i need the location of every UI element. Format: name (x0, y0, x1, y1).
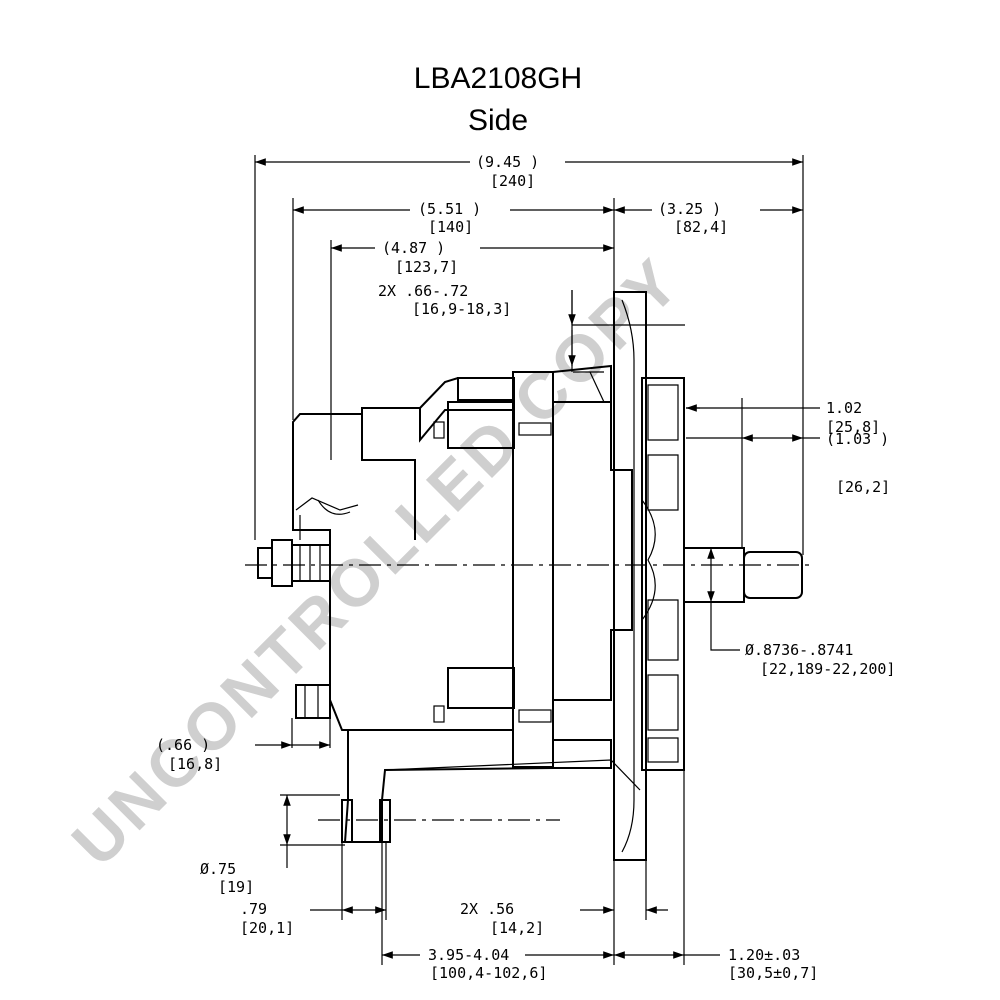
dim-1-20-in: 1.20±.03 (728, 946, 800, 964)
drawing-subtitle: Side (468, 104, 528, 137)
dim-0-79-mm: [20,1] (240, 919, 294, 937)
dim-0-66-mm: [16,8] (168, 755, 222, 773)
dim-0-66-in: (.66 ) (156, 736, 210, 754)
dim-1-02-in: 1.02 (826, 399, 862, 417)
dim-1-03-mm: [26,2] (836, 478, 890, 496)
watermark-text: UNCONTROLLED COPY (58, 243, 695, 880)
dim-ear-gap-in: 2X .66-.72 (378, 282, 468, 300)
dim-ear-gap-mm: [16,9-18,3] (412, 300, 511, 318)
dim-mount-span-mm: [100,4-102,6] (430, 964, 547, 982)
dim-0-56-in: 2X .56 (460, 900, 514, 918)
dim-5-51-in: (5.51 ) (418, 200, 481, 218)
dim-5-51-mm: [140] (428, 218, 473, 236)
dimension-lines (254, 155, 820, 965)
dim-mount-hole-in: Ø.75 (200, 860, 236, 878)
dim-1-03-in: (1.03 ) (826, 430, 889, 448)
dim-0-79-in: .79 (240, 900, 267, 918)
dim-3-25-mm: [82,4] (674, 218, 728, 236)
dim-4-87-in: (4.87 ) (382, 239, 445, 257)
drawing-title: LBA2108GH (414, 62, 582, 95)
dim-1-20-mm: [30,5±0,7] (728, 964, 818, 982)
dim-3-25-in: (3.25 ) (658, 200, 721, 218)
dim-overall-length-mm: [240] (490, 172, 535, 190)
dim-shaft-diameter-in: Ø.8736-.8741 (745, 641, 853, 659)
dim-mount-span-in: 3.95-4.04 (428, 946, 509, 964)
dim-0-56-mm: [14,2] (490, 919, 544, 937)
dim-mount-hole-mm: [19] (218, 878, 254, 896)
dim-4-87-mm: [123,7] (395, 258, 458, 276)
dim-shaft-diameter-mm: [22,189-22,200] (760, 660, 895, 678)
dim-1-02-mm: [25,8] (826, 418, 880, 436)
dim-overall-length-in: (9.45 ) (476, 153, 539, 171)
